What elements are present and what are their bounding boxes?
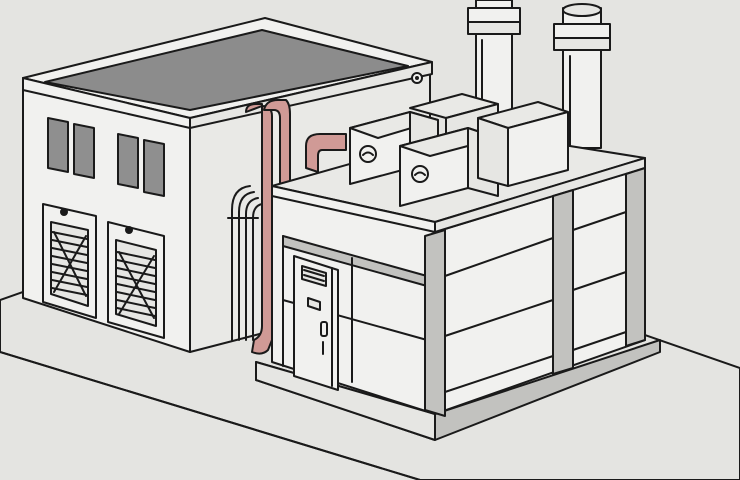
ground-edge <box>0 351 421 480</box>
door-handle-icon <box>320 321 328 337</box>
window <box>143 139 165 197</box>
roof-panel <box>44 29 409 111</box>
louvered-vent-2 <box>107 221 165 339</box>
window <box>117 133 139 189</box>
door-plate <box>307 297 321 311</box>
fan-icon <box>411 165 429 183</box>
window-row <box>47 117 165 197</box>
conduit-bundle <box>227 185 263 341</box>
window <box>47 117 69 173</box>
cooling-unit-front-right <box>477 101 569 187</box>
louvered-vent-1 <box>42 203 97 319</box>
fan-icon <box>359 145 377 163</box>
window <box>73 123 95 179</box>
cooling-unit-front-left <box>399 127 499 207</box>
enclosure-door <box>293 255 339 391</box>
